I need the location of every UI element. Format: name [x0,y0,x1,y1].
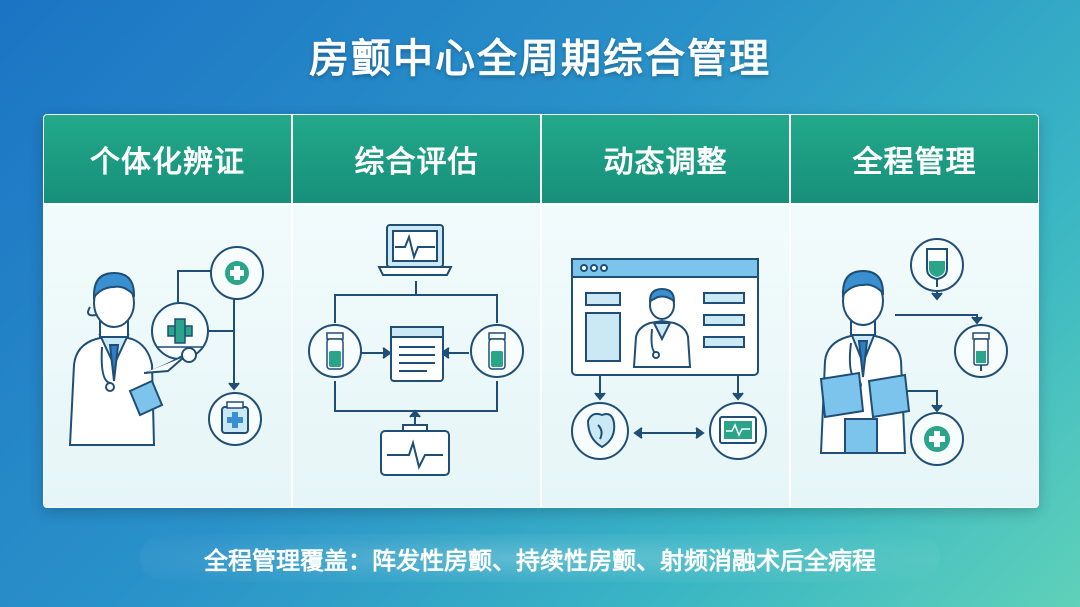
panel-assessment: 综合评估 [293,115,542,507]
panel-full-management: 全程管理 [791,115,1038,507]
plus-circle-icon [910,412,964,466]
ecg-monitor-icon [380,424,450,476]
panel-title: 全程管理 [791,115,1038,205]
panel-illustration [44,205,291,507]
doctor-icon [68,271,197,446]
doctor-icon [632,287,692,368]
vial-icon [470,324,524,378]
panel-illustration [791,205,1038,507]
page-title: 房颤中心全周期综合管理 [309,36,771,82]
medicine-box-icon [208,392,262,446]
panel-illustration [293,205,540,507]
panel-illustration [542,205,789,507]
panel-individualized: 个体化辨证 [44,115,293,507]
panel-title: 综合评估 [293,115,540,205]
panel-dynamic-adjustment: 动态调整 [542,115,791,507]
panel-title: 动态调整 [542,115,789,205]
doctor-care-flow-illustration [68,246,264,446]
heart-organ-icon [571,402,629,460]
report-document-icon [390,326,444,382]
assessment-flow-illustration [308,224,524,476]
full-management-illustration [819,238,1008,466]
medical-cross-icon [151,302,209,360]
heart-monitor-icon [709,402,767,460]
doctor-icon [819,269,911,454]
panel-title: 个体化辨证 [44,115,291,205]
vial-icon [308,324,362,378]
adjustment-cycle-illustration [571,258,767,460]
iv-bag-icon [910,238,964,292]
coverage-caption: 全程管理覆盖：阵发性房颤、持续性房颤、射频消融术后全病程 [140,534,940,582]
plus-circle-icon [210,246,264,300]
vial-icon [954,324,1008,378]
monitor-icon [377,224,453,276]
stage-panels: 个体化辨证 [43,114,1039,508]
